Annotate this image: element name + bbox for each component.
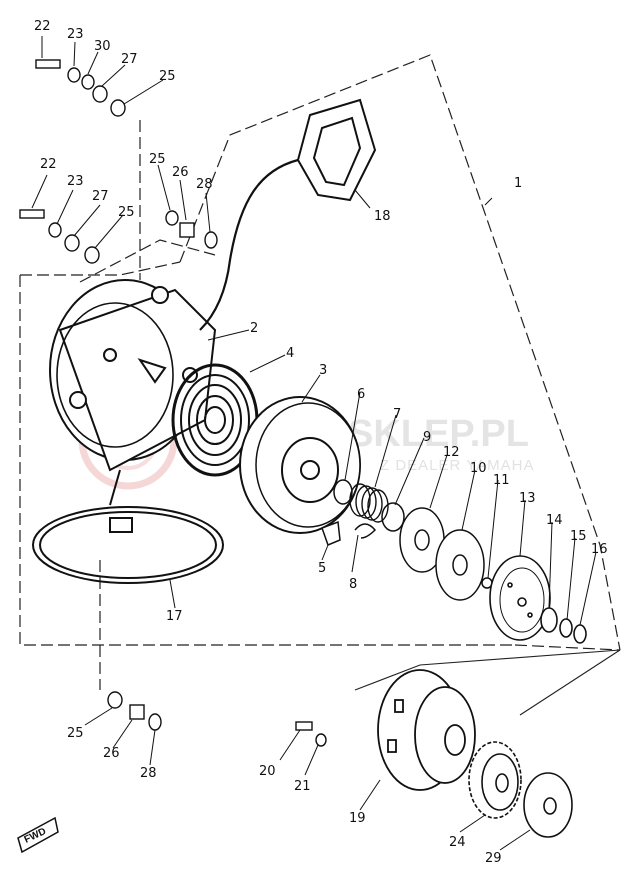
part-label: 28 [196, 177, 213, 192]
part-label: 12 [443, 445, 460, 460]
part-label: 27 [121, 52, 138, 67]
friction-plates [399, 507, 493, 601]
part-label: 13 [519, 491, 536, 506]
part-label: 25 [149, 152, 166, 167]
spring-clip-8 [354, 523, 377, 539]
lower-boundary [354, 649, 621, 716]
spring-7 [349, 483, 389, 523]
part-label: 30 [94, 39, 111, 54]
part-label: 18 [374, 209, 391, 224]
drive-gear [468, 741, 522, 819]
part-label: 2 [250, 321, 258, 336]
starter-handle [199, 98, 377, 331]
ratchet-parts [321, 479, 405, 546]
part-label: 22 [40, 157, 57, 172]
starter-cup [377, 669, 476, 791]
part-label: 15 [570, 529, 587, 544]
part-label: 25 [118, 205, 135, 220]
part-label: 29 [485, 851, 502, 866]
pawl [321, 520, 341, 546]
part-label: 23 [67, 174, 84, 189]
part-label: 27 [92, 189, 109, 204]
part-label: 19 [349, 811, 366, 826]
part-label: 14 [546, 513, 563, 528]
part-label: 9 [423, 430, 431, 445]
part-label: 22 [34, 19, 51, 34]
part-label: 7 [393, 407, 401, 422]
part-label: 5 [318, 561, 326, 576]
washer-14 [540, 607, 558, 633]
washer-6 [333, 479, 353, 505]
part-label: 11 [493, 473, 510, 488]
starter-rope [32, 469, 224, 584]
nut-16 [573, 624, 587, 644]
part-label: 20 [259, 764, 276, 779]
leader-lines [31, 36, 597, 851]
part-label: 21 [294, 779, 311, 794]
drive-plate [489, 555, 587, 644]
part-label: 25 [159, 69, 176, 84]
part-label: 10 [470, 461, 487, 476]
part-label: 25 [67, 726, 84, 741]
watermark-sub: Z DEALER YAMAHA [380, 457, 534, 474]
watermark: SKLEP.PL Z DEALER YAMAHA [78, 390, 534, 490]
washer-15 [559, 618, 573, 638]
part-label: 24 [449, 835, 466, 850]
fwd-arrow-icon: FWD [17, 816, 59, 854]
part-label: 6 [357, 387, 365, 402]
fasteners [19, 59, 327, 747]
part-label: 23 [67, 27, 84, 42]
part-label: 3 [319, 363, 327, 378]
part-label: 8 [349, 577, 357, 592]
part-label: 1 [514, 176, 522, 191]
assembly-boundary [19, 54, 621, 690]
part-label: 17 [166, 609, 183, 624]
sheave-drum [239, 396, 361, 534]
circlip-9 [381, 502, 405, 532]
part-label: 16 [591, 542, 608, 557]
part-label: 26 [103, 746, 120, 761]
part-label: 26 [172, 165, 189, 180]
part-labels: 1 2 3 4 5 6 7 8 9 10 11 12 13 14 15 16 1… [34, 19, 608, 866]
part-label: 4 [286, 346, 294, 361]
part-label: 28 [140, 766, 157, 781]
watermark-main: SKLEP.PL [348, 413, 529, 455]
recoil-housing [49, 279, 217, 472]
cover-washer [523, 772, 573, 838]
